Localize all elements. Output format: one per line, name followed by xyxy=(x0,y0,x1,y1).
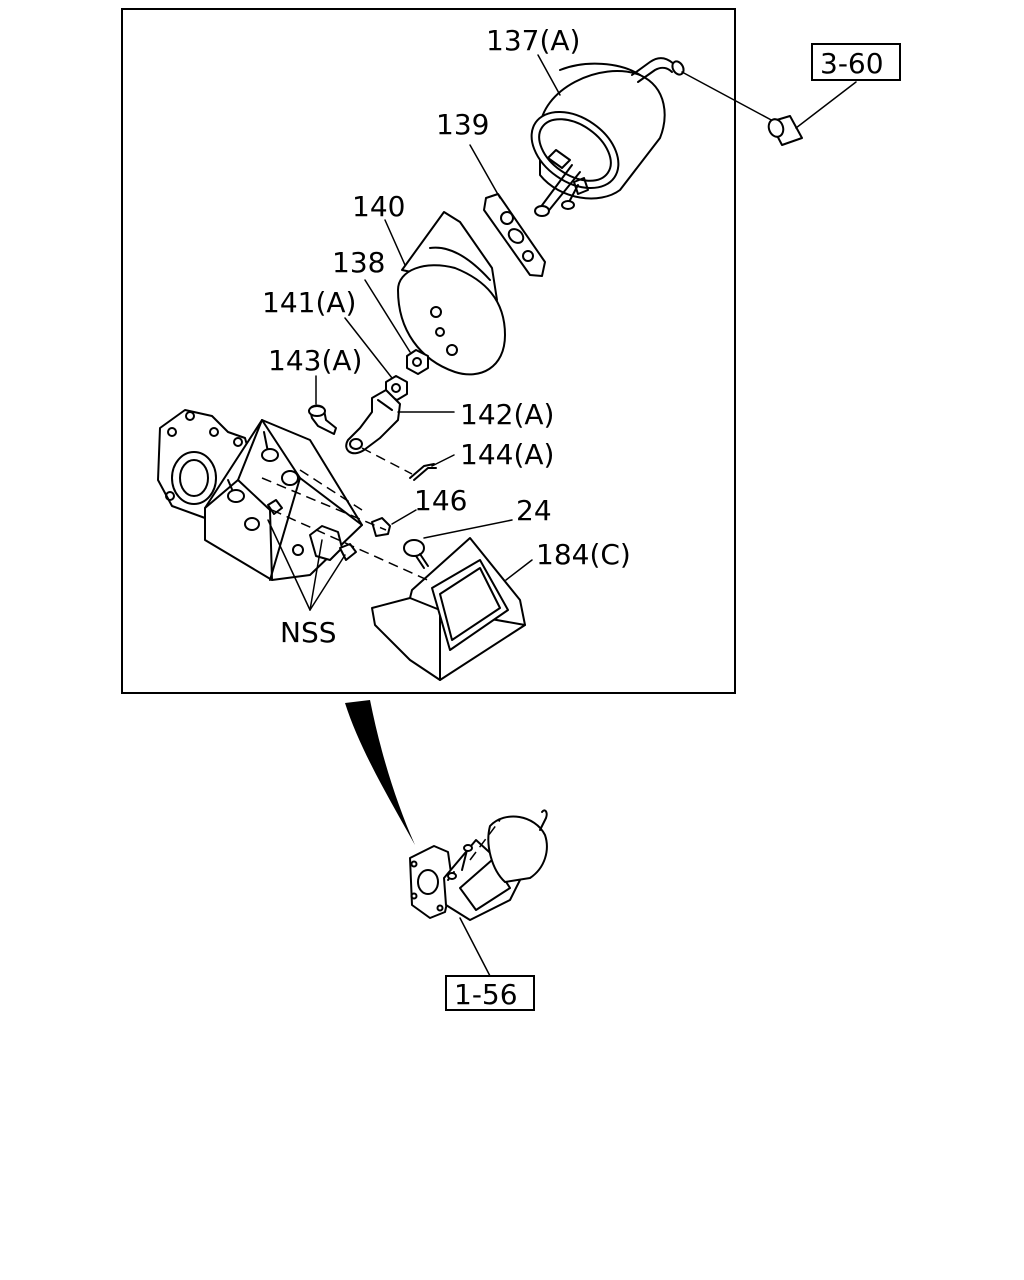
leader-1-56 xyxy=(459,917,491,977)
label-138: 138 xyxy=(332,246,385,279)
hose-end-part xyxy=(681,71,803,146)
reference-1-56[interactable]: 1-56 xyxy=(445,975,535,1011)
label-141: 141(A) xyxy=(262,286,356,319)
bolt-part xyxy=(308,404,337,435)
overview-thumbnail xyxy=(409,809,548,921)
label-143: 143(A) xyxy=(268,344,362,377)
gasket-part xyxy=(483,193,546,277)
bracket-part xyxy=(397,211,506,376)
assembly-line xyxy=(361,447,413,475)
nut-part xyxy=(406,349,429,375)
detail-frame xyxy=(121,8,736,694)
canister-part xyxy=(530,57,685,217)
reference-1-56-label: 1-56 xyxy=(454,978,518,1011)
label-144: 144(A) xyxy=(460,438,554,471)
assembly-line xyxy=(271,509,433,583)
label-24: 24 xyxy=(516,494,552,527)
assembly-line xyxy=(261,477,387,531)
label-184: 184(C) xyxy=(536,538,631,571)
label-nss: NSS xyxy=(280,616,337,649)
callout-pointer xyxy=(345,700,415,845)
label-140: 140 xyxy=(352,190,405,223)
assembly-line xyxy=(299,469,363,511)
reference-3-60[interactable]: 3-60 xyxy=(811,43,901,81)
label-146: 146 xyxy=(414,484,467,517)
pin-part xyxy=(409,463,437,481)
label-139: 139 xyxy=(436,108,489,141)
lever-part xyxy=(345,389,401,455)
reference-3-60-label: 3-60 xyxy=(820,47,884,80)
label-137: 137(A) xyxy=(486,24,580,57)
cover-part xyxy=(371,537,526,681)
label-142: 142(A) xyxy=(460,398,554,431)
leader-lines xyxy=(267,54,857,611)
